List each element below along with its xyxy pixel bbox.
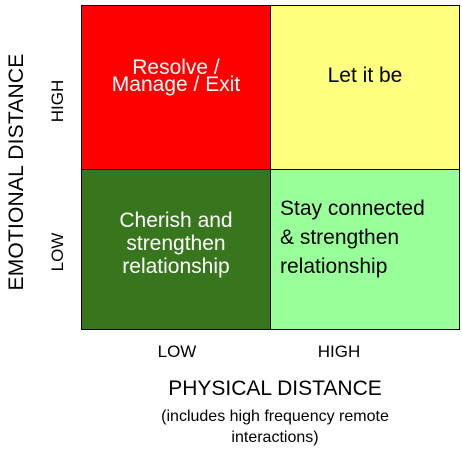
quadrant-label-line: Let it be: [327, 64, 403, 87]
quadrant-low-emotional-low-physical: Cherish and strengthen relationship: [82, 170, 271, 329]
y-axis-tick-low: LOW: [48, 232, 67, 272]
x-axis-tick-high: HIGH: [317, 342, 361, 361]
quadrant-label-line: strengthen: [126, 232, 226, 255]
y-axis-title: EMOTIONAL DISTANCE: [5, 53, 28, 291]
quadrant-label-line: relationship: [122, 255, 230, 278]
y-axis-tick-high: HIGH: [48, 79, 67, 123]
quadrant-label-line: relationship: [280, 255, 388, 278]
quadrant-label-line: & strengthen: [280, 226, 400, 249]
quadrant-high-emotional-high-physical: Let it be: [271, 6, 459, 170]
x-axis-tick-low: LOW: [157, 342, 197, 361]
quadrant-label: Resolve / Manage / Exit: [111, 56, 241, 99]
quadrant-label: Stay connected & strengthen relationship: [280, 194, 425, 281]
quadrant-low-emotional-high-physical: Stay connected & strengthen relationship: [271, 170, 459, 329]
quadrant-high-emotional-low-physical: Resolve / Manage / Exit: [82, 6, 271, 170]
quadrant-label: Let it be: [328, 64, 403, 90]
quadrant-matrix: Resolve / Manage / Exit Let it be Cheris…: [81, 5, 460, 330]
x-axis-subtitle: (includes high frequency remote interact…: [161, 408, 389, 446]
x-axis-title: PHYSICAL DISTANCE: [168, 377, 382, 400]
quadrant-label: Cherish and strengthen relationship: [119, 209, 232, 281]
quadrant-label-line: Cherish and: [119, 209, 233, 232]
quadrant-label-line: Resolve /: [132, 55, 220, 79]
quadrant-label-line: Manage / Exit: [111, 72, 241, 96]
quadrant-label-line: Stay connected: [280, 197, 425, 220]
